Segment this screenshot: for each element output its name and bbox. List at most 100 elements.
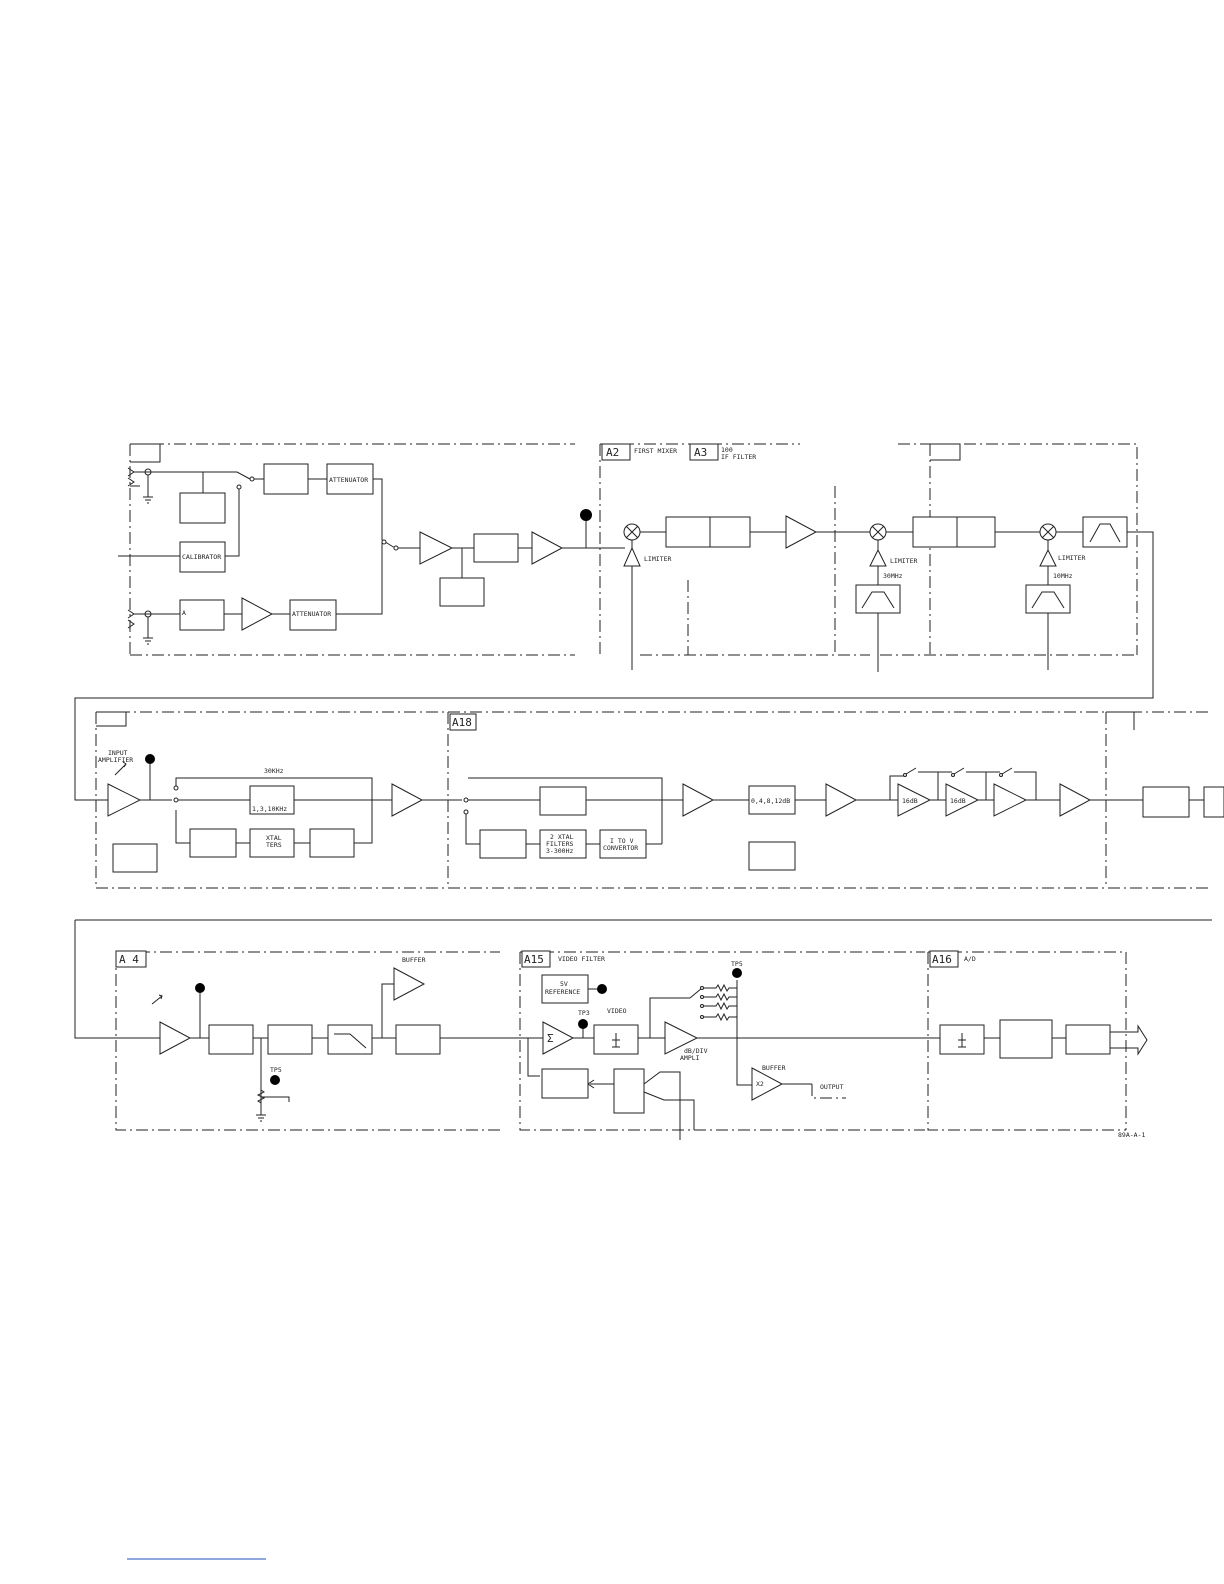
switch-contact-4: [393, 545, 399, 551]
wire-a4-1-out: [253, 1037, 268, 1115]
khz-filter-label: 1,3,10KHz: [252, 805, 287, 813]
input-a-label: A: [182, 609, 186, 617]
limiter-1: [623, 546, 641, 567]
block-5v-ref: [541, 974, 589, 1004]
variable-gain-arrow-2: [151, 994, 163, 1005]
a3-title-1: 100: [721, 446, 733, 454]
range-contact-4: [700, 1015, 704, 1019]
wire-row3-in: [74, 920, 160, 1039]
block-feedback-2: [613, 1068, 645, 1114]
block-log-amp: [1142, 786, 1190, 818]
input-connector-1: [127, 467, 135, 487]
buffer-amplifier-1: [393, 967, 426, 1001]
block-i-to-v: [599, 829, 647, 859]
output-dashed: [811, 1084, 846, 1099]
block-if-filter-d: [956, 516, 996, 548]
gain-16b-label: 16dB: [950, 797, 966, 805]
tp-a4-label: TP5: [270, 1066, 282, 1074]
test-point-2: [145, 754, 155, 764]
itov-label-1: I TO V: [610, 837, 634, 845]
switch-contact-6: [173, 785, 179, 791]
block-xtal-post: [309, 828, 355, 858]
block-a4-3: [395, 1024, 441, 1055]
switch-contact-1: [249, 476, 255, 482]
video-label: VIDEO: [607, 1007, 627, 1015]
wire-sum-in: [527, 1037, 543, 1077]
calibrator-label: CALIBRATOR: [182, 553, 221, 561]
range-contact-3: [700, 1004, 704, 1008]
wire-db-div-out: [697, 980, 940, 1086]
amplifier-5: [682, 783, 715, 817]
block-attenuator-1: [326, 463, 374, 495]
block-lo-filter-2: [1025, 584, 1071, 614]
wire-feedback-in: [643, 1071, 695, 1140]
block-input-a: [179, 599, 225, 631]
test-point-7: [732, 968, 742, 978]
amplifier-3: [785, 515, 818, 549]
mixer-3-cross: [1041, 525, 1055, 539]
block-ad-converter: [999, 1019, 1053, 1059]
variable-gain-arrow-1: [114, 761, 127, 776]
tag-a15: [521, 950, 551, 968]
module-border-a15: [519, 951, 925, 1131]
figure-id: 89A-A-1: [1118, 1131, 1145, 1139]
lo-30mhz-label: 30MHz: [883, 572, 903, 580]
tag-a18: [449, 713, 477, 731]
xtal-label-2: TERS: [266, 841, 282, 849]
db-range-resistors: [689, 983, 737, 1022]
tag-a3-text: A3: [694, 446, 707, 459]
wire-xtal-path: [175, 799, 392, 844]
mixer-2-cross: [871, 525, 885, 539]
block-xtal-2: [539, 829, 587, 859]
capacitor-icon-2: [958, 1033, 966, 1048]
block-xtal-pre: [189, 828, 237, 858]
limiter-1-label: LIMITER: [644, 555, 671, 563]
xtal-label-1: XTAL: [266, 834, 282, 842]
block-lowpass: [327, 1024, 373, 1055]
ground-1: [143, 475, 153, 504]
bypass-contact-3: [999, 773, 1003, 777]
block-cutoff: [1203, 786, 1224, 818]
bandpass-icon-3: [1089, 523, 1121, 543]
wire-cal-switch: [225, 489, 240, 557]
wire-amp-a4-out: [190, 990, 209, 1039]
wire-a18-split: [465, 777, 663, 845]
tag-a4-text: A 4: [119, 953, 139, 966]
wire-bypass-switches: [889, 771, 1037, 800]
module-border-2nd-mixer: [880, 443, 1138, 656]
db-div-label-2: AMPLI: [680, 1054, 700, 1062]
bandpass-icon-2: [1031, 591, 1065, 609]
wire-row1-to-row2: [74, 531, 1154, 801]
block-aux-1: [112, 843, 158, 873]
bypass-contact-1: [903, 773, 907, 777]
block-filter-1: [473, 533, 519, 563]
bypass-switch-arms: [905, 767, 1013, 775]
itov-label-2: CONVERTOR: [603, 844, 638, 852]
test-point-3: [195, 983, 205, 993]
output-label: OUTPUT: [820, 1083, 844, 1091]
block-a4-1: [208, 1024, 254, 1055]
sigma-label: Σ: [547, 1032, 554, 1045]
tag-a15-text: A15: [524, 953, 544, 966]
input-amp-label-2: AMPLIFIER: [98, 756, 133, 764]
wire-feedback: [587, 1079, 614, 1089]
module-tab-2nd-mixer: [930, 443, 961, 461]
tag-a3: [689, 443, 719, 461]
tag-a2: [601, 443, 631, 461]
range-contact-1: [700, 986, 704, 990]
input-amp-label-1: INPUT: [108, 749, 128, 757]
bus-output-arrow: [1110, 1024, 1148, 1056]
module-tab-input: [130, 443, 161, 463]
block-pre-atten: [263, 463, 309, 495]
attenuator-1-label: ATTENUATOR: [329, 476, 368, 484]
block-aux-2: [748, 841, 796, 871]
tag-a4: [115, 950, 147, 968]
block-if-filter-b: [709, 516, 751, 548]
block-a4-2: [267, 1024, 313, 1055]
module-border-a2: [599, 443, 870, 656]
wire-video-out: [638, 997, 690, 1039]
amplifier-8: [1059, 783, 1092, 817]
tag-a16: [929, 950, 959, 968]
amplifier-6: [825, 783, 858, 817]
